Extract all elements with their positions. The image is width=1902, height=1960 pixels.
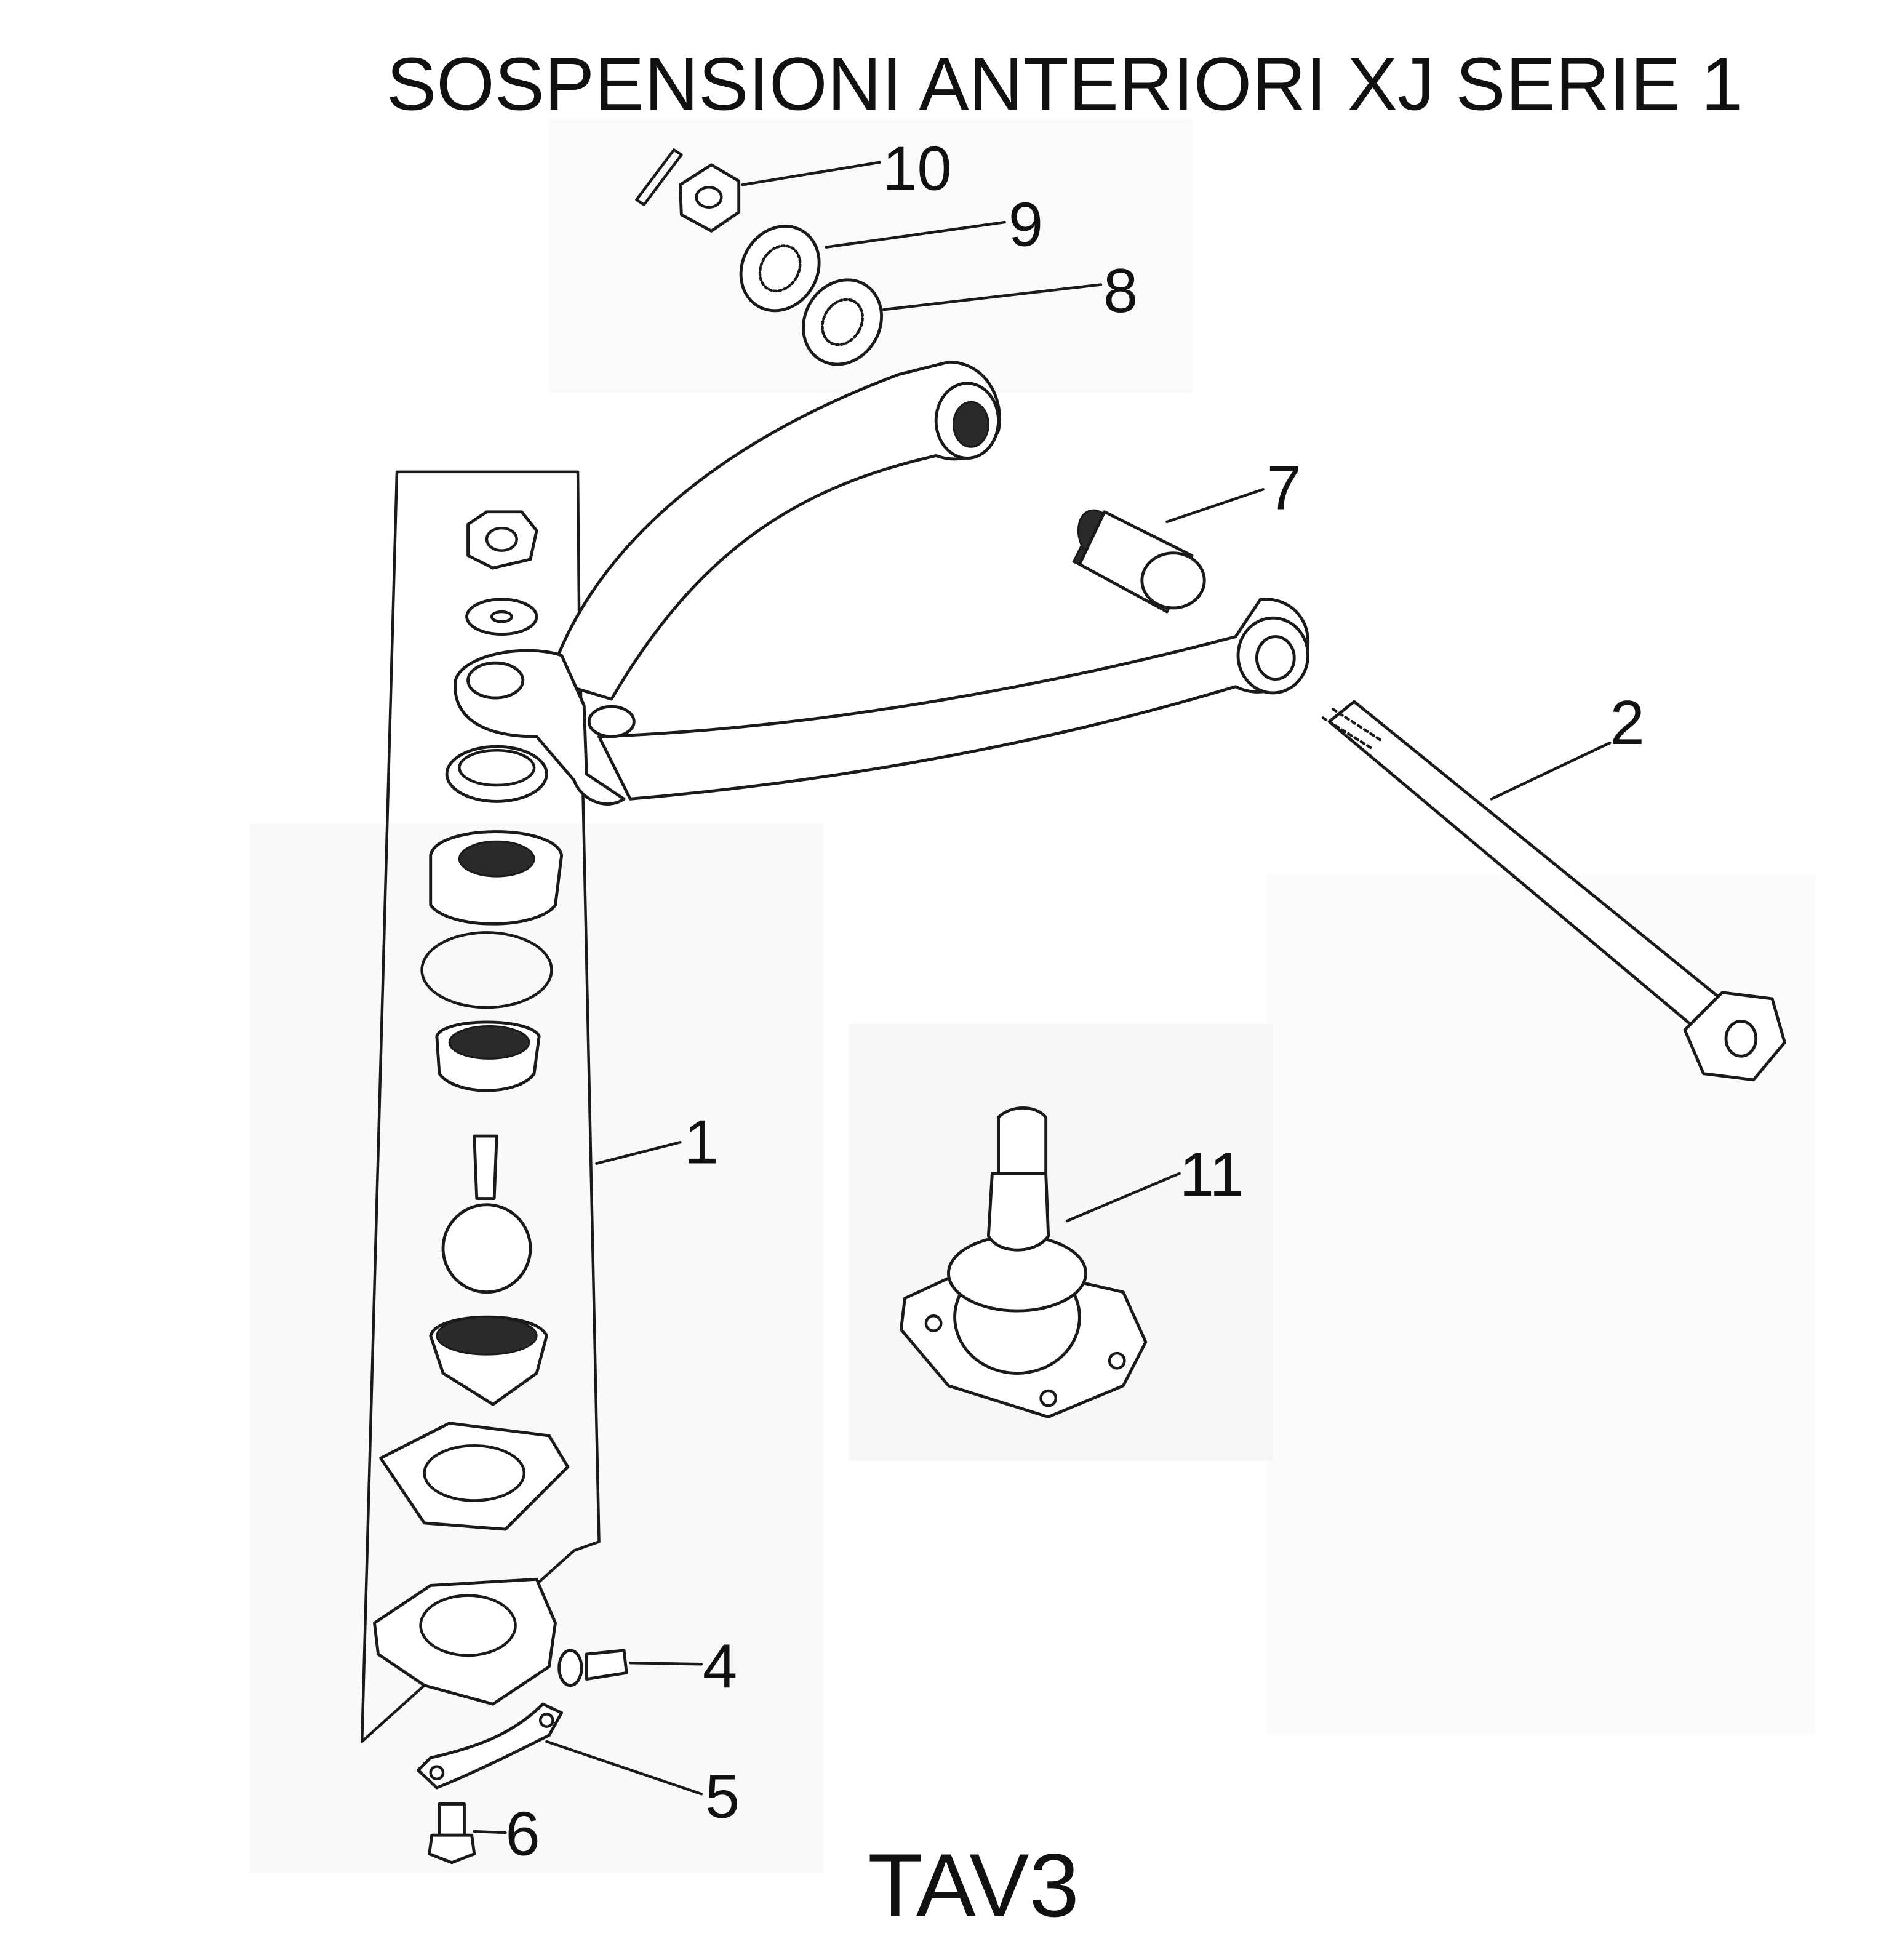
leader-lines: [473, 161, 1612, 1834]
callout-8: 8: [1103, 256, 1138, 326]
diagram-title: SOSPENSIONI ANTERIORI XJ SERIE 1: [386, 42, 1743, 126]
bush-part-7: [1072, 509, 1206, 614]
ball-joint-kit-components: [373, 510, 570, 1706]
callout-2: 2: [1610, 688, 1644, 758]
callout-9: 9: [1009, 190, 1043, 260]
fulcrum-shaft-part-2: [1321, 700, 1786, 1082]
callout-7: 7: [1267, 454, 1301, 523]
kit-bracket-outline: [360, 470, 601, 1743]
callout-11: 11: [1180, 1140, 1244, 1209]
washer-part-8: [802, 278, 884, 366]
ball-joint-part-11: [899, 1106, 1148, 1418]
split-pin-part-10: [635, 148, 741, 233]
callout-5: 5: [705, 1762, 740, 1831]
wishbone-arm: [454, 360, 1310, 806]
grease-nipple-part-4: [557, 1649, 628, 1687]
callout-1: 1: [684, 1108, 718, 1177]
bolt-part-6: [428, 1802, 476, 1865]
callout-4: 4: [703, 1632, 737, 1702]
callout-10: 10: [882, 134, 952, 203]
callout-6: 6: [505, 1799, 540, 1869]
washer-part-9: [739, 225, 821, 313]
lock-tab-part-5: [417, 1702, 564, 1790]
plate-code: TAV3: [868, 1835, 1079, 1935]
